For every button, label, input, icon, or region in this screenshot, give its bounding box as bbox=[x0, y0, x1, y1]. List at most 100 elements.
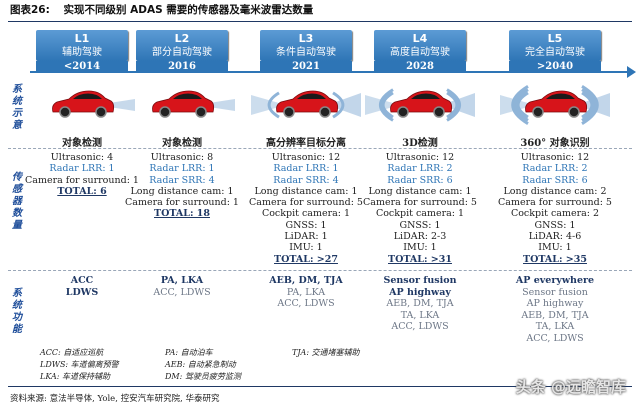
function-item: TA, LKA bbox=[400, 309, 440, 321]
level-name: 辅助驾驶 bbox=[62, 47, 102, 58]
car-wheel-icon bbox=[283, 106, 295, 118]
sensor-item: Radar SRR: 4 bbox=[149, 174, 215, 186]
sensor-item: Radar LRR: 2 bbox=[387, 163, 453, 175]
car-sensor-diagram bbox=[152, 90, 235, 118]
function-item: LDWS bbox=[65, 286, 99, 298]
car-window-icon bbox=[173, 93, 202, 99]
legend-item: DM: 驾驶员疲劳监测 bbox=[165, 372, 241, 381]
function-item: ACC bbox=[70, 275, 94, 286]
sensor-item: Long distance cam: 1 bbox=[368, 185, 472, 197]
row-label-sensors: 传感器数量 bbox=[12, 172, 22, 231]
car-sensor-diagram bbox=[500, 85, 610, 125]
sensor-wave-icon bbox=[511, 85, 529, 125]
sensor-item: GNSS: 1 bbox=[285, 219, 327, 231]
radar-beam-icon bbox=[447, 93, 475, 117]
function-item: ACC, LDWS bbox=[391, 321, 449, 332]
source-note: 资料来源: 意法半导体, Yole, 控安汽车研究院, 华泰研究 bbox=[10, 394, 220, 404]
car-window-icon bbox=[546, 93, 575, 99]
function-item: PA, LKA bbox=[286, 286, 326, 298]
level-name: 部分自动驾驶 bbox=[152, 47, 212, 58]
level-name: 条件自动驾驶 bbox=[276, 47, 336, 58]
sensor-item: Ultrasonic: 12 bbox=[520, 152, 590, 163]
sensor-item: Radar SRR: 4 bbox=[273, 174, 339, 186]
level-box: L2 部分自动驾驶 bbox=[136, 30, 228, 61]
radar-beam-icon bbox=[365, 95, 393, 115]
legend-item: LDWS: 车道偏离预警 bbox=[40, 360, 119, 369]
function-item: AP highway bbox=[389, 286, 451, 298]
car-window-icon bbox=[297, 93, 326, 99]
level-box: L3 条件自动驾驶 bbox=[260, 30, 352, 61]
sensor-item: Ultrasonic: 12 bbox=[271, 152, 341, 163]
row-label-functions: 系统功能 bbox=[12, 288, 22, 335]
level-box: L4 高度自动驾驶 bbox=[374, 30, 466, 61]
sensor-item: Camera for surround: 1 bbox=[125, 197, 239, 209]
function-item: AEB, DM, TJA bbox=[386, 298, 454, 309]
level-code: L2 bbox=[174, 32, 190, 45]
sensor-item: Cockpit camera: 2 bbox=[510, 208, 600, 220]
sensor-item: Ultrasonic: 8 bbox=[150, 152, 214, 163]
radar-beam-icon bbox=[500, 95, 528, 115]
detection-caption: 高分辨率目标分离 bbox=[266, 138, 346, 149]
level-year: >2040 bbox=[509, 61, 601, 72]
car-wheel-icon bbox=[95, 106, 107, 118]
level-year: 2028 bbox=[374, 61, 466, 72]
car-window-icon bbox=[73, 93, 102, 99]
function-item: PA, LKA bbox=[160, 275, 204, 286]
legend-item: TJA: 交通堵塞辅助 bbox=[292, 348, 360, 357]
car-wheel-icon bbox=[159, 106, 171, 118]
sensor-item: Camera for surround: 5 bbox=[498, 197, 612, 209]
level-code: L4 bbox=[412, 32, 428, 45]
sensor-item: LiDAR: 2-3 bbox=[393, 231, 447, 243]
sensor-item: Radar LRR: 1 bbox=[49, 163, 115, 175]
watermark-logo: 头条 @远瞻智库 bbox=[515, 378, 626, 396]
car-wheel-icon bbox=[433, 106, 445, 118]
sensor-item: Cockpit camera: 1 bbox=[375, 208, 465, 220]
level-year: <2014 bbox=[36, 61, 128, 72]
radar-beam-icon bbox=[251, 95, 279, 115]
sensor-item: Radar SRR: 6 bbox=[522, 174, 588, 186]
function-item: Sensor fusion bbox=[522, 286, 588, 298]
sensor-item: Long distance cam: 1 bbox=[130, 185, 234, 197]
sensor-item: Long distance cam: 1 bbox=[254, 185, 358, 197]
sensor-wave-icon bbox=[267, 91, 280, 119]
car-wheel-icon bbox=[568, 106, 580, 118]
figure-number: 图表26: bbox=[10, 4, 50, 16]
car-sensor-diagram bbox=[365, 88, 475, 122]
sensor-item: Cockpit camera: 1 bbox=[261, 208, 351, 220]
bottom-rule bbox=[8, 386, 632, 387]
sensor-item: Camera for surround: 5 bbox=[363, 197, 477, 209]
sensor-total: TOTAL: >31 bbox=[388, 253, 452, 265]
legend-item: LKA: 车道保持辅助 bbox=[40, 372, 110, 381]
divider-sensors bbox=[8, 148, 632, 149]
figure-title: 实现不同级别 ADAS 需要的传感器及毫米波雷达数量 bbox=[63, 4, 314, 16]
sensor-item: LiDAR: 4-6 bbox=[528, 231, 582, 243]
level-name: 高度自动驾驶 bbox=[390, 47, 450, 58]
radar-beam-icon bbox=[109, 99, 135, 111]
timeline-arrow-head-icon bbox=[627, 66, 636, 78]
sensor-wave-icon bbox=[513, 88, 529, 122]
sensor-wave-icon bbox=[381, 91, 394, 119]
car-sensor-diagram bbox=[52, 90, 135, 118]
sensor-item: LiDAR: 1 bbox=[284, 231, 328, 243]
sensor-item: GNSS: 1 bbox=[534, 219, 576, 231]
sensor-item: Camera for surround: 5 bbox=[249, 197, 363, 209]
timeline-arrow-line bbox=[30, 71, 630, 73]
sensor-item: Radar SRR: 6 bbox=[387, 174, 453, 186]
legend-item: AEB: 自动紧急制动 bbox=[165, 360, 236, 369]
level-code: L3 bbox=[298, 32, 314, 45]
sensor-item: IMU: 1 bbox=[289, 242, 323, 254]
car-window-icon bbox=[411, 93, 440, 99]
car-wheel-icon bbox=[59, 106, 71, 118]
function-item: TA, LKA bbox=[535, 321, 575, 332]
function-item: AP everywhere bbox=[515, 275, 595, 286]
function-item: AEB, DM, TJA bbox=[521, 309, 589, 321]
sensor-item: Camera for surround: 1 bbox=[25, 174, 139, 186]
